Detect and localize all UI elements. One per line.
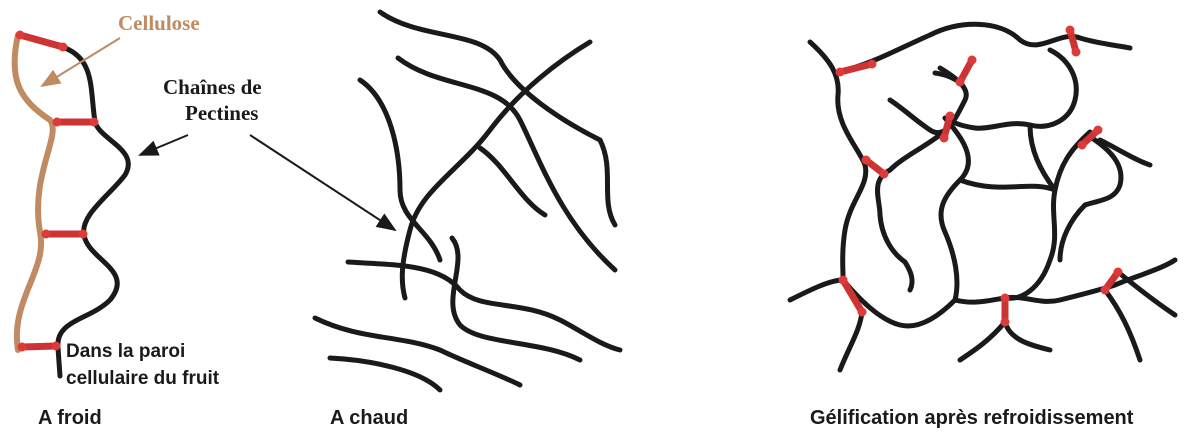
cellulose-label: Cellulose bbox=[118, 11, 200, 35]
cellulose-fiber bbox=[11, 32, 56, 353]
cell-wall-label-line1: Dans la paroi bbox=[66, 341, 185, 362]
caption-gelation: Gélification après refroidissement bbox=[810, 407, 1134, 429]
caption-cold: A froid bbox=[38, 407, 102, 429]
pectin-chain-hot bbox=[377, 9, 618, 228]
pectin-chain-hot bbox=[399, 39, 593, 301]
pectin-chain-hot bbox=[477, 145, 548, 218]
pectin-chain-hot bbox=[327, 355, 443, 393]
pectin-label-line1: Chaînes de bbox=[163, 75, 262, 99]
pectin-chain-hot bbox=[357, 77, 443, 263]
pectin-label-line2: Pectines bbox=[185, 101, 258, 125]
panel-hot bbox=[312, 9, 623, 393]
cell-wall-label-line2: cellulaire du fruit bbox=[66, 368, 220, 389]
caption-hot: A chaud bbox=[330, 407, 408, 429]
junction-nodes-gel bbox=[835, 25, 1123, 327]
pectin-arrow-hot bbox=[249, 134, 397, 232]
panel-cold bbox=[11, 30, 189, 379]
pectin-chain-hot bbox=[345, 259, 623, 353]
pectin-chain-hot bbox=[312, 315, 523, 388]
pectin-chain-cold bbox=[55, 45, 131, 379]
junction-nodes-cold bbox=[15, 30, 99, 352]
pectin-arrow-cold bbox=[138, 134, 189, 156]
pectin-chain-hot bbox=[449, 235, 583, 363]
panel-gelation bbox=[787, 21, 1178, 373]
pectin-network bbox=[787, 21, 1178, 373]
cellulose-arrow bbox=[40, 37, 121, 88]
pectin-chain-hot bbox=[395, 55, 618, 273]
crosslinks-cold bbox=[16, 31, 98, 351]
